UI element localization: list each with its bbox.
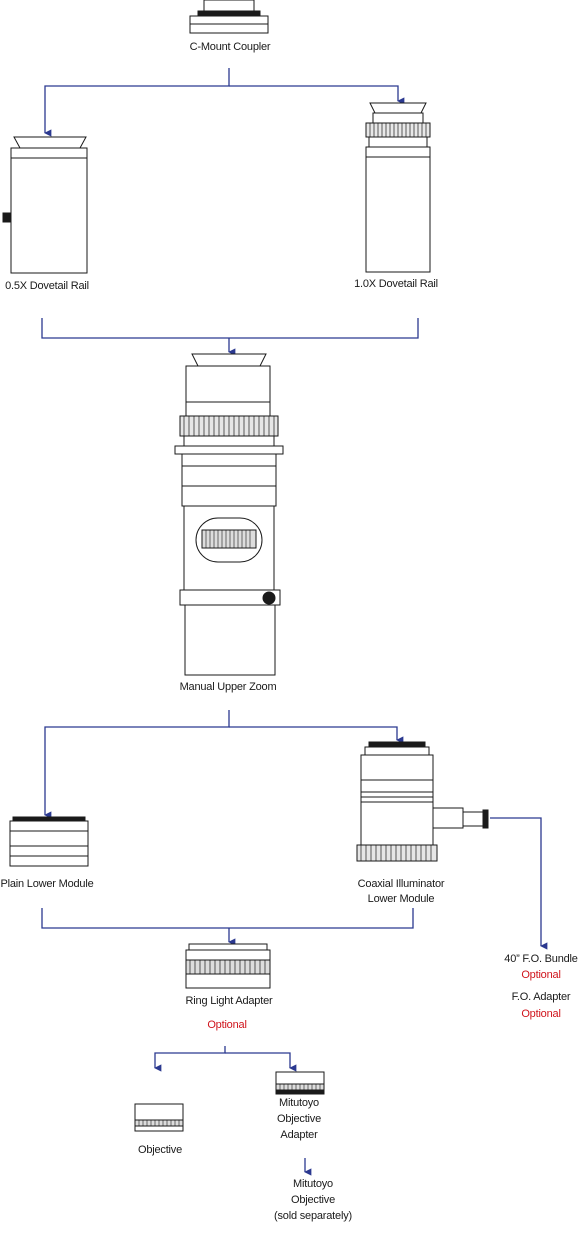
- fo-adapter-optional-label: Optional: [521, 1008, 561, 1020]
- plain-lower-module-illustration: [9, 816, 89, 867]
- connector-coupler-to-rails: [44, 68, 230, 137]
- objective-label: Objective: [137, 1144, 183, 1156]
- ring-light-adapter-label: Ring Light Adapter: [185, 995, 273, 1007]
- mitutoyo-adapter-label-line1: Mitutoyo: [279, 1097, 319, 1109]
- c-mount-coupler-illustration: [189, 0, 269, 34]
- coaxial-illuminator-label-line1: Coaxial Illuminator: [357, 878, 445, 890]
- connector-lines: [41, 68, 548, 1176]
- coaxial-illuminator-illustration: [356, 741, 489, 862]
- connector-zoom-to-lower-right: [229, 726, 404, 744]
- mitutoyo-adapter-label-line3: Adapter: [280, 1129, 318, 1141]
- mitutoyo-objective-label-line2: Objective: [290, 1194, 336, 1206]
- connector-ring-to-objectives: [154, 1046, 226, 1072]
- manual-upper-zoom-illustration: [174, 353, 284, 676]
- mitutoyo-objective-label-line3: (sold separately): [274, 1210, 352, 1222]
- manual-upper-zoom-label: Manual Upper Zoom: [179, 681, 277, 693]
- connector-lower-to-ring: [41, 908, 414, 929]
- connector-coupler-to-1x: [229, 85, 405, 105]
- plain-lower-module-label: Plain Lower Module: [0, 878, 94, 890]
- dovetail-10x-label: 1.0X Dovetail Rail: [354, 278, 438, 290]
- connector-ring-to-mitutoyo: [225, 1052, 297, 1072]
- objective-illustration: [134, 1103, 184, 1132]
- ring-light-adapter-illustration: [185, 943, 271, 989]
- fo-adapter-label: F.O. Adapter: [511, 991, 571, 1003]
- connector-rails-to-zoom: [41, 318, 419, 339]
- mitutoyo-adapter-label-line2: Objective: [276, 1113, 322, 1125]
- dovetail-05x-label: 0.5X Dovetail Rail: [5, 280, 89, 292]
- fo-bundle-label: 40” F.O. Bundle: [504, 953, 578, 965]
- dovetail-05x-illustration: [2, 136, 88, 274]
- mitutoyo-objective-label-line1: Mitutoyo: [293, 1178, 333, 1190]
- connector-coaxial-to-fo: [490, 817, 548, 950]
- fo-bundle-optional-label: Optional: [521, 969, 561, 981]
- dovetail-10x-illustration: [365, 102, 431, 273]
- connector-zoom-to-lower-left: [44, 710, 230, 819]
- ring-light-optional-label: Optional: [207, 1019, 247, 1031]
- c-mount-coupler-label: C-Mount Coupler: [189, 41, 271, 53]
- mitutoyo-adapter-illustration: [275, 1071, 325, 1095]
- coaxial-illuminator-label-line2: Lower Module: [367, 893, 435, 905]
